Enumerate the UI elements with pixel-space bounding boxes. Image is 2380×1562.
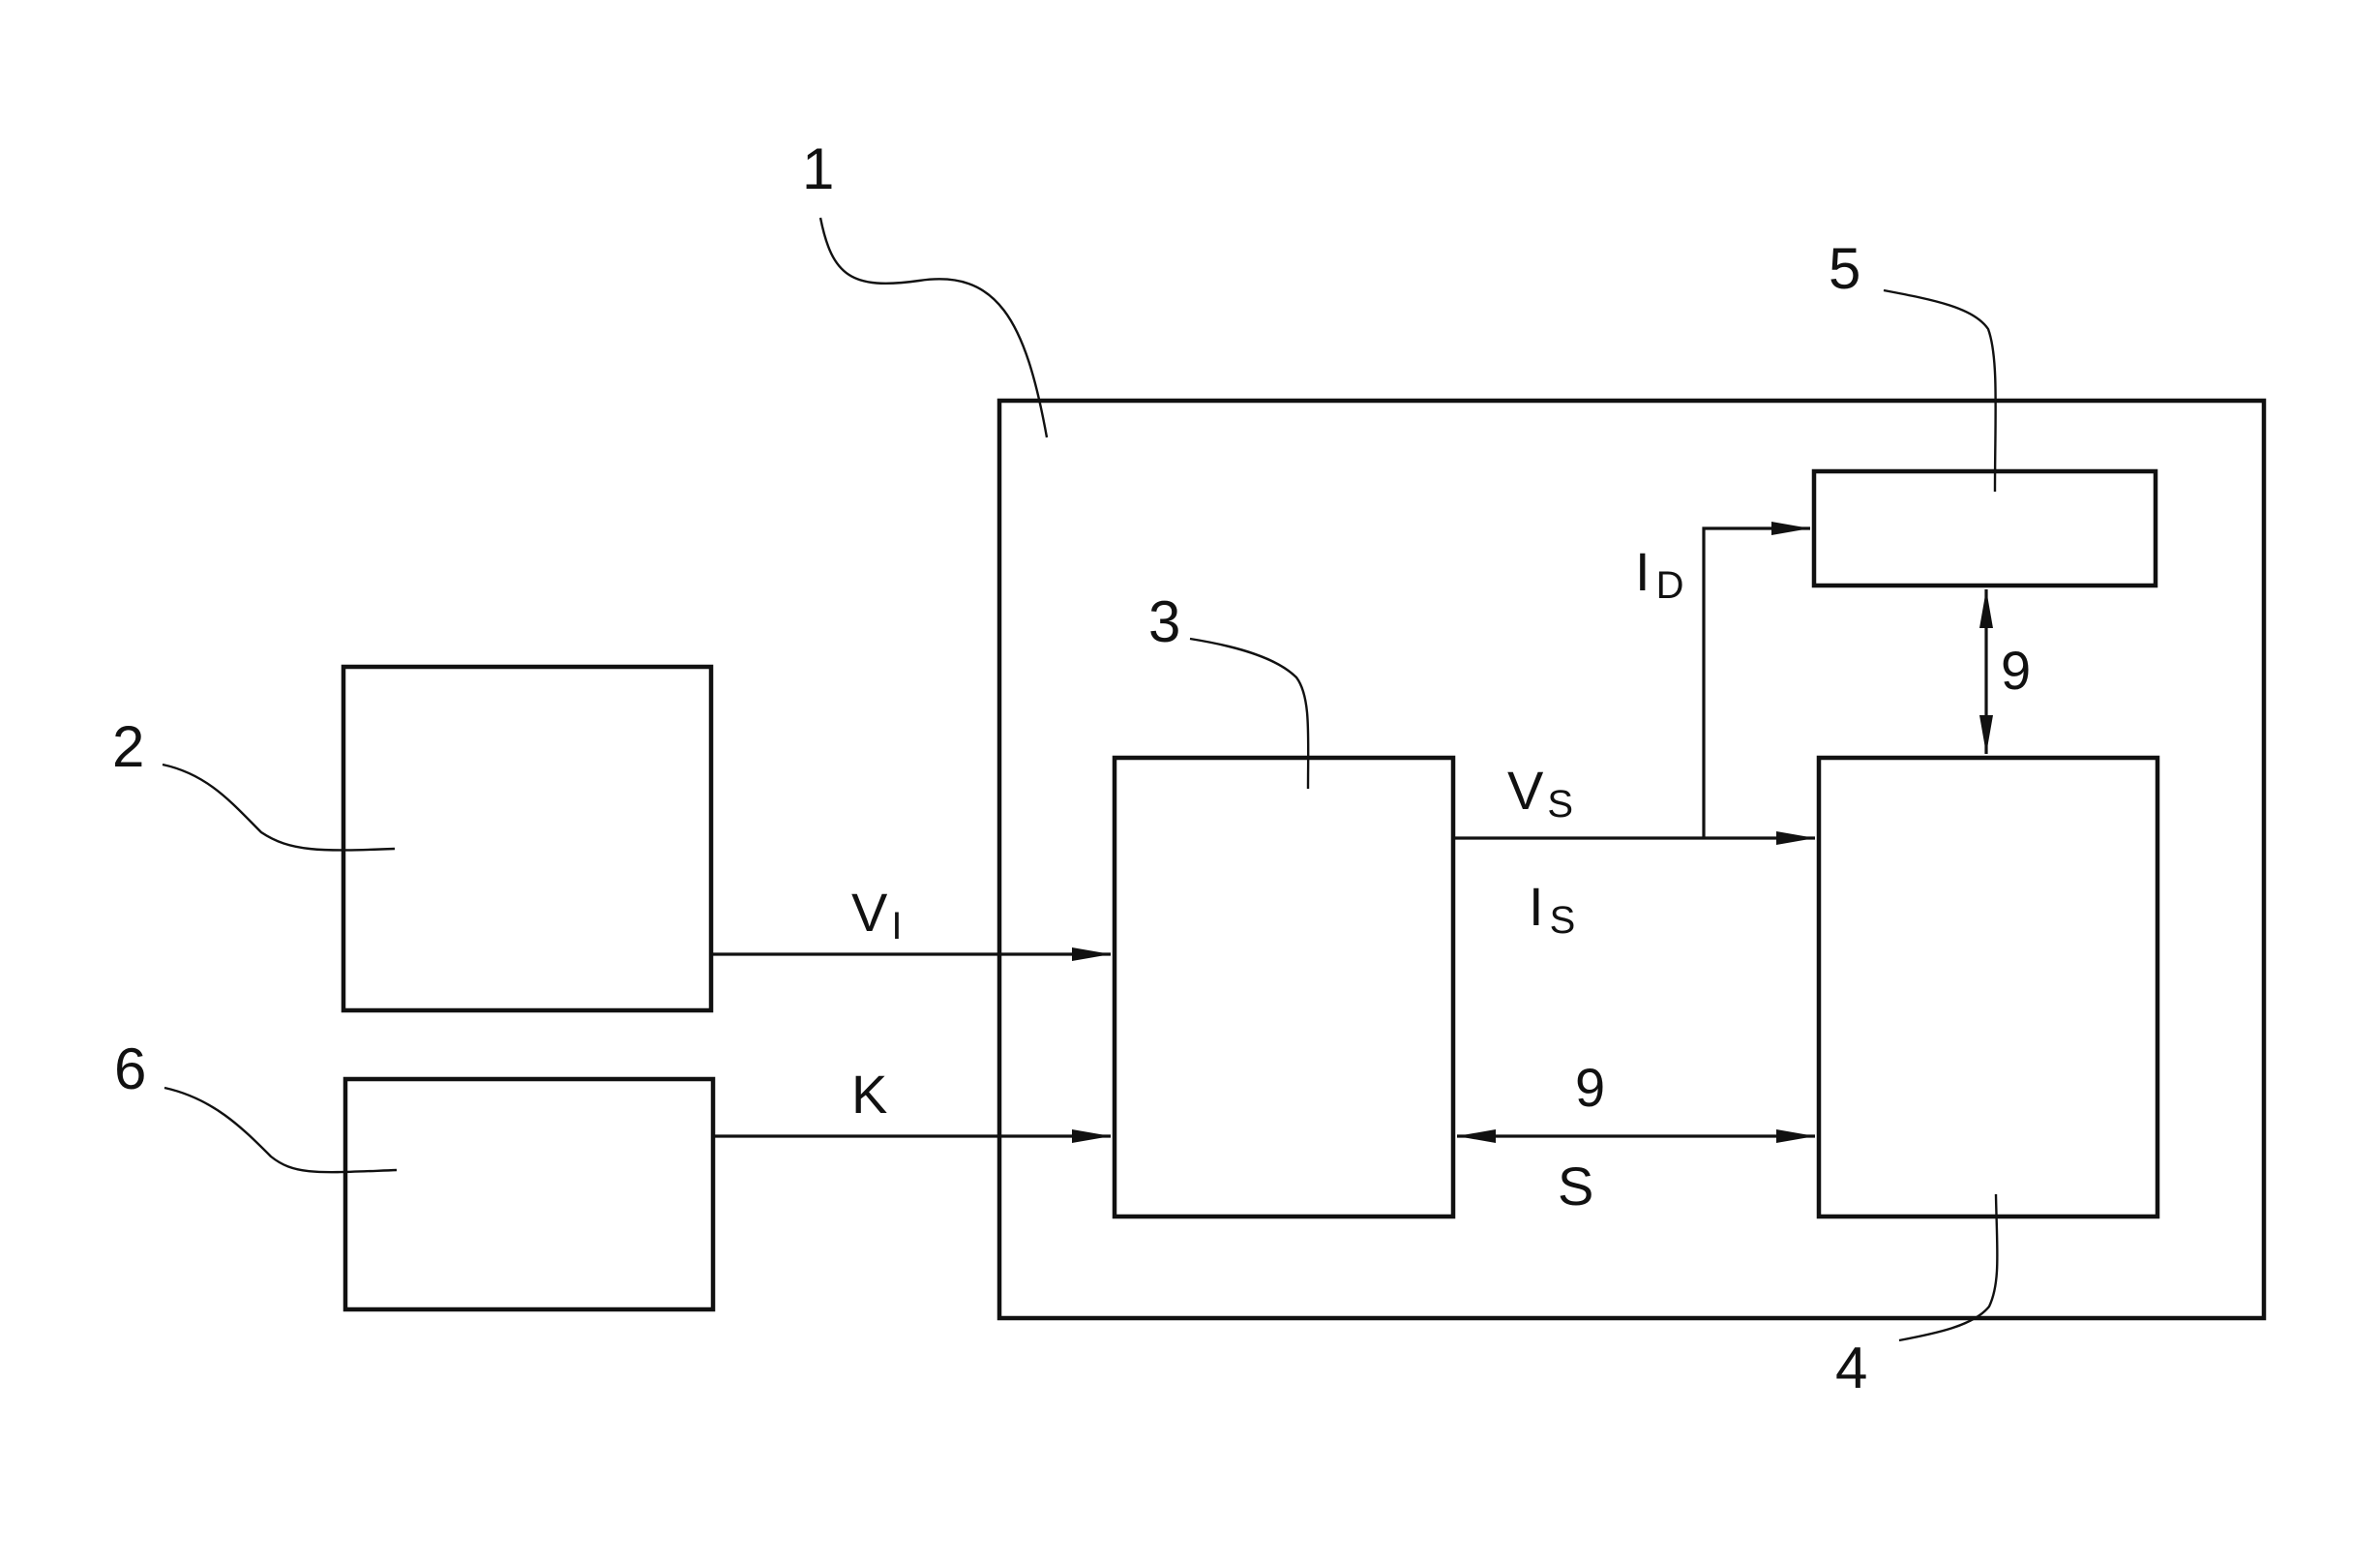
leader-5 <box>1884 290 1996 492</box>
diversion-current-arrow <box>1704 528 1810 838</box>
block-5-box <box>1814 471 2156 586</box>
control-label: K <box>851 1064 887 1125</box>
block-6-box <box>345 1079 713 1309</box>
ref-numeral-3: 3 <box>1148 589 1180 654</box>
link-3-4-numeral: 9 <box>1575 1057 1605 1118</box>
output-current-label: IS <box>1529 876 1575 942</box>
ref-numeral-2: 2 <box>112 714 144 779</box>
ref-numeral-4: 4 <box>1835 1336 1867 1400</box>
block-2-box <box>343 667 711 1010</box>
ref-numeral-6: 6 <box>114 1036 146 1101</box>
leader-1 <box>820 218 1047 437</box>
block-3-box <box>1115 758 1453 1217</box>
leader-3 <box>1190 639 1308 789</box>
ref-numeral-5: 5 <box>1829 236 1860 301</box>
device-enclosure-box <box>999 401 2264 1318</box>
output-voltage-label: VS <box>1507 760 1573 826</box>
ref-numeral-1: 1 <box>802 136 834 201</box>
link-5-4-numeral: 9 <box>2001 640 2031 701</box>
input-voltage-label: VI <box>851 882 902 947</box>
diversion-current-label: ID <box>1635 541 1683 607</box>
link-3-4-signal-label: S <box>1558 1156 1593 1217</box>
leader-6 <box>164 1088 397 1172</box>
leader-2 <box>163 765 395 850</box>
block-4-box <box>1819 758 2157 1217</box>
